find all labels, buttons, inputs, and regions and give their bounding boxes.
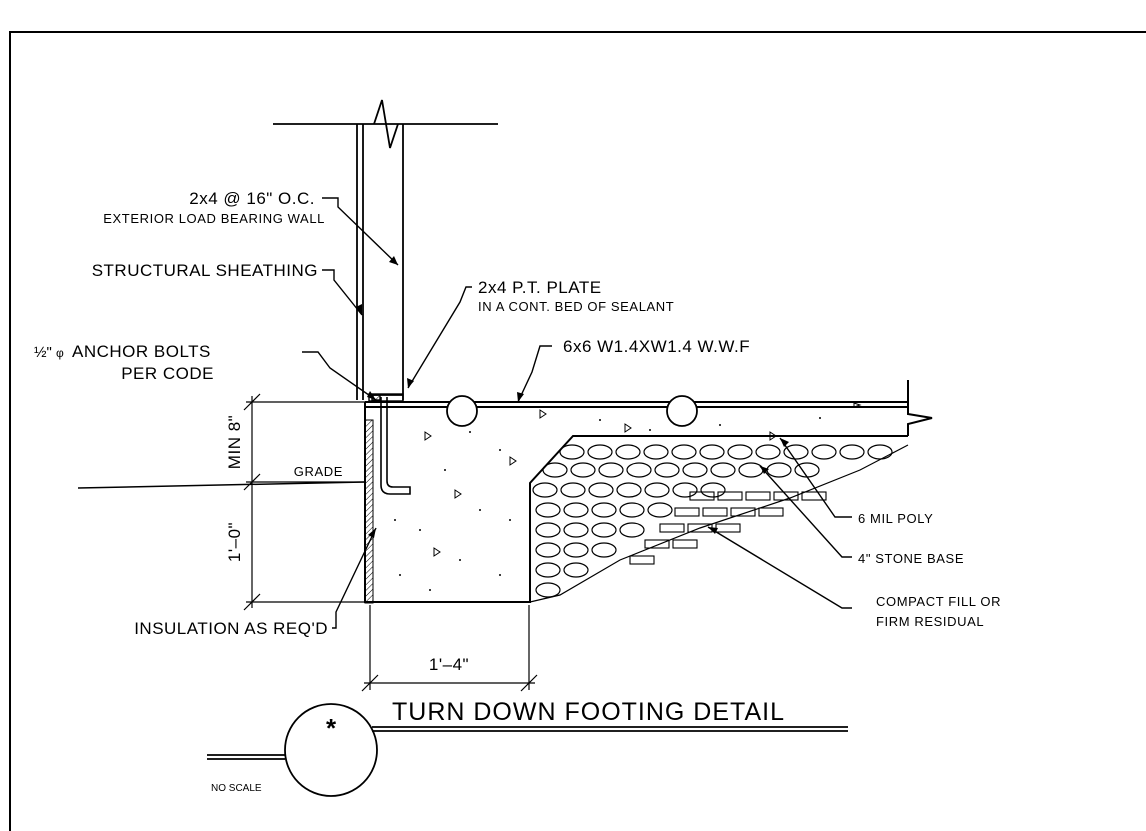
grade-label: GRADE <box>294 464 343 479</box>
wall-sublabel: EXTERIOR LOAD BEARING WALL <box>103 211 325 226</box>
anchor-sublabel: PER CODE <box>121 364 214 383</box>
depth-dimension: 1'–0" <box>225 522 244 562</box>
poly-label: 6 MIL POLY <box>858 511 933 526</box>
insulation-label: INSULATION AS REQ'D <box>134 619 328 638</box>
anchor-diameter-symbol: φ <box>56 346 64 360</box>
anchor-label: ANCHOR BOLTS <box>72 342 211 361</box>
detail-title: TURN DOWN FOOTING DETAIL <box>392 698 785 726</box>
scale-note: NO SCALE <box>211 783 262 794</box>
sheathing-label: STRUCTURAL SHEATHING <box>92 261 318 280</box>
fill-label-line1: COMPACT FILL OR <box>876 594 1001 609</box>
wall-label: 2x4 @ 16" O.C. <box>189 189 315 208</box>
detail-number: * <box>326 713 337 743</box>
wall-studs <box>273 99 498 400</box>
fill-label-line2: FIRM RESIDUAL <box>876 614 984 629</box>
wwf-label: 6x6 W1.4XW1.4 W.W.F <box>563 337 750 356</box>
plate-sublabel: IN A CONT. BED OF SEALANT <box>478 299 674 314</box>
stone-base <box>529 444 909 603</box>
compacted-fill <box>629 491 827 565</box>
anchor-bolt <box>380 397 411 495</box>
leader-arrows <box>356 256 789 538</box>
title-block <box>207 703 848 797</box>
concrete-triangles <box>424 402 862 557</box>
stone-label: 4" STONE BASE <box>858 551 964 566</box>
concrete-aggregate <box>394 417 821 591</box>
rebar-chair-right <box>666 395 698 427</box>
insulation-strip <box>364 419 374 604</box>
width-dimension: 1'–4" <box>429 655 469 674</box>
dimension-lines <box>243 393 538 692</box>
rebar-chair-left <box>446 395 478 427</box>
sheet-border <box>9 31 1146 831</box>
anchor-fraction: ½" <box>34 344 52 361</box>
grade-line <box>77 481 366 489</box>
min-depth-dimension: MIN 8" <box>225 415 244 469</box>
leader-lines <box>302 197 852 629</box>
plate-label: 2x4 P.T. PLATE <box>478 278 602 297</box>
